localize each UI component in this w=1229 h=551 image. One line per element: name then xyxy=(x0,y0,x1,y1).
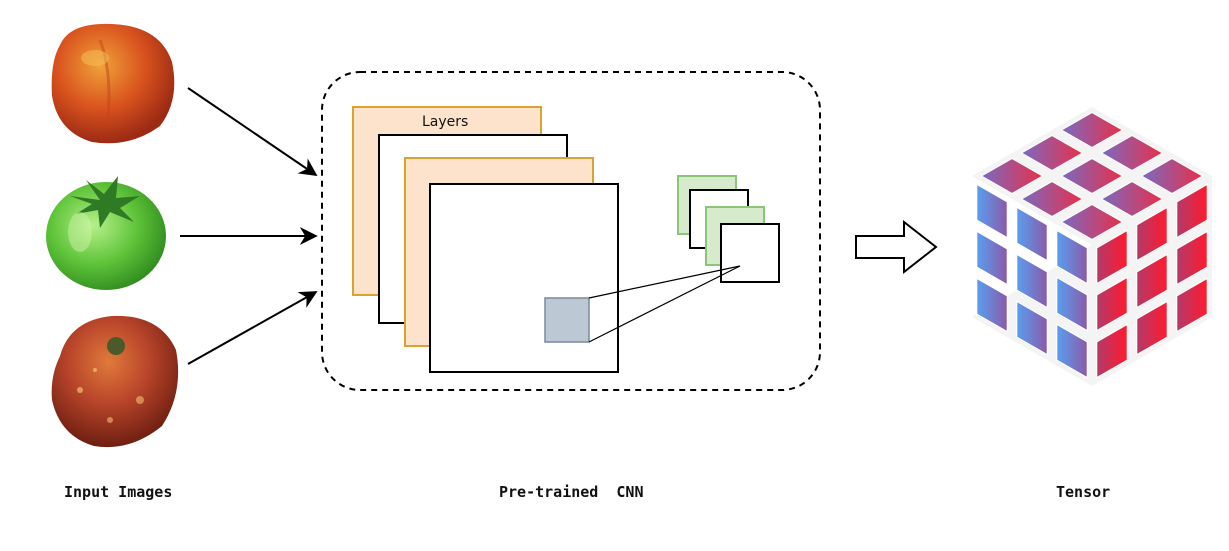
arrow-bottom-to-cnn xyxy=(187,291,318,365)
tensor-top-cell xyxy=(1140,157,1204,195)
tensor-right-cell xyxy=(1096,276,1128,332)
tensor-right-cell xyxy=(1136,206,1168,262)
input-images-label: Input Images xyxy=(64,483,173,501)
tomato-ripe-image xyxy=(51,23,175,144)
tensor-left-cell xyxy=(1056,323,1088,379)
receptive-field-patch xyxy=(544,297,590,343)
tensor-left-cell xyxy=(976,230,1008,286)
tensor-left-cell xyxy=(976,277,1008,333)
tensor-top-cell xyxy=(1060,111,1124,149)
tensor-cube xyxy=(972,107,1212,386)
hollow-arrow-to-tensor xyxy=(855,219,938,275)
tensor-right-cell xyxy=(1096,323,1128,379)
tensor-top-cell xyxy=(1020,134,1084,172)
tensor-label: Tensor xyxy=(1056,483,1111,501)
feature-map-4 xyxy=(720,223,780,283)
cnn-container xyxy=(321,71,821,391)
pretrained-cnn-label: Pre-trained CNN xyxy=(499,483,644,501)
tensor-top-cell xyxy=(1060,157,1124,195)
layers-label: Layers xyxy=(422,114,469,130)
tensor-top-cell xyxy=(1100,180,1164,218)
tomato-diseased-image xyxy=(51,315,179,448)
tensor-left-cell xyxy=(1056,276,1088,332)
tensor-right-cell xyxy=(1176,183,1208,239)
tensor-left-cell xyxy=(1016,206,1048,262)
projection-line-top xyxy=(588,265,741,299)
tensor-left-cell xyxy=(1056,229,1088,285)
tensor-top-cell xyxy=(1060,203,1124,241)
tensor-right-cell xyxy=(1096,229,1128,285)
tensor-right-cell xyxy=(1176,277,1208,333)
tensor-cube-body xyxy=(972,107,1212,386)
tensor-top-cell xyxy=(1100,134,1164,172)
layer-4 xyxy=(429,183,619,373)
tensor-right-cell xyxy=(1136,253,1168,309)
tensor-right-cell xyxy=(1136,300,1168,356)
tensor-left-cell xyxy=(1016,253,1048,309)
arrow-top-to-cnn xyxy=(187,87,318,177)
tensor-top-cell xyxy=(980,157,1044,195)
tensor-left-cell xyxy=(1016,300,1048,356)
tensor-left-cell xyxy=(976,183,1008,239)
projection-line-bottom xyxy=(588,265,741,343)
tomato-green-image xyxy=(46,176,166,290)
tensor-right-cell xyxy=(1176,230,1208,286)
tensor-top-cell xyxy=(1020,180,1084,218)
